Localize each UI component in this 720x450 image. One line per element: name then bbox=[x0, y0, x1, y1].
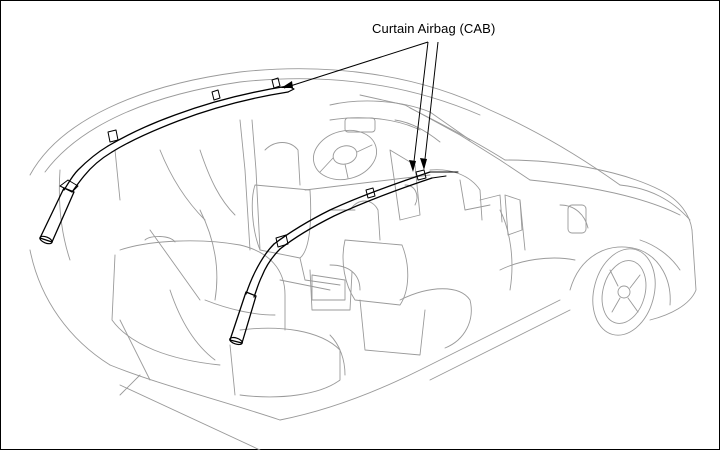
arrowhead-right-1 bbox=[409, 160, 416, 172]
leader-line-right-airbag-1 bbox=[412, 41, 429, 171]
right-curtain-airbag bbox=[229, 169, 459, 346]
curtain-airbag-callout-label: Curtain Airbag (CAB) bbox=[372, 21, 496, 36]
leader-line-left-airbag bbox=[283, 41, 429, 89]
arrowhead-left bbox=[281, 81, 293, 88]
callout-arrowheads bbox=[281, 81, 427, 172]
callout-leaders bbox=[283, 41, 439, 171]
arrowhead-right-2 bbox=[420, 158, 427, 170]
car-body-outline bbox=[29, 68, 697, 450]
left-curtain-airbag bbox=[39, 77, 295, 245]
leader-line-right-airbag-2 bbox=[423, 41, 439, 169]
